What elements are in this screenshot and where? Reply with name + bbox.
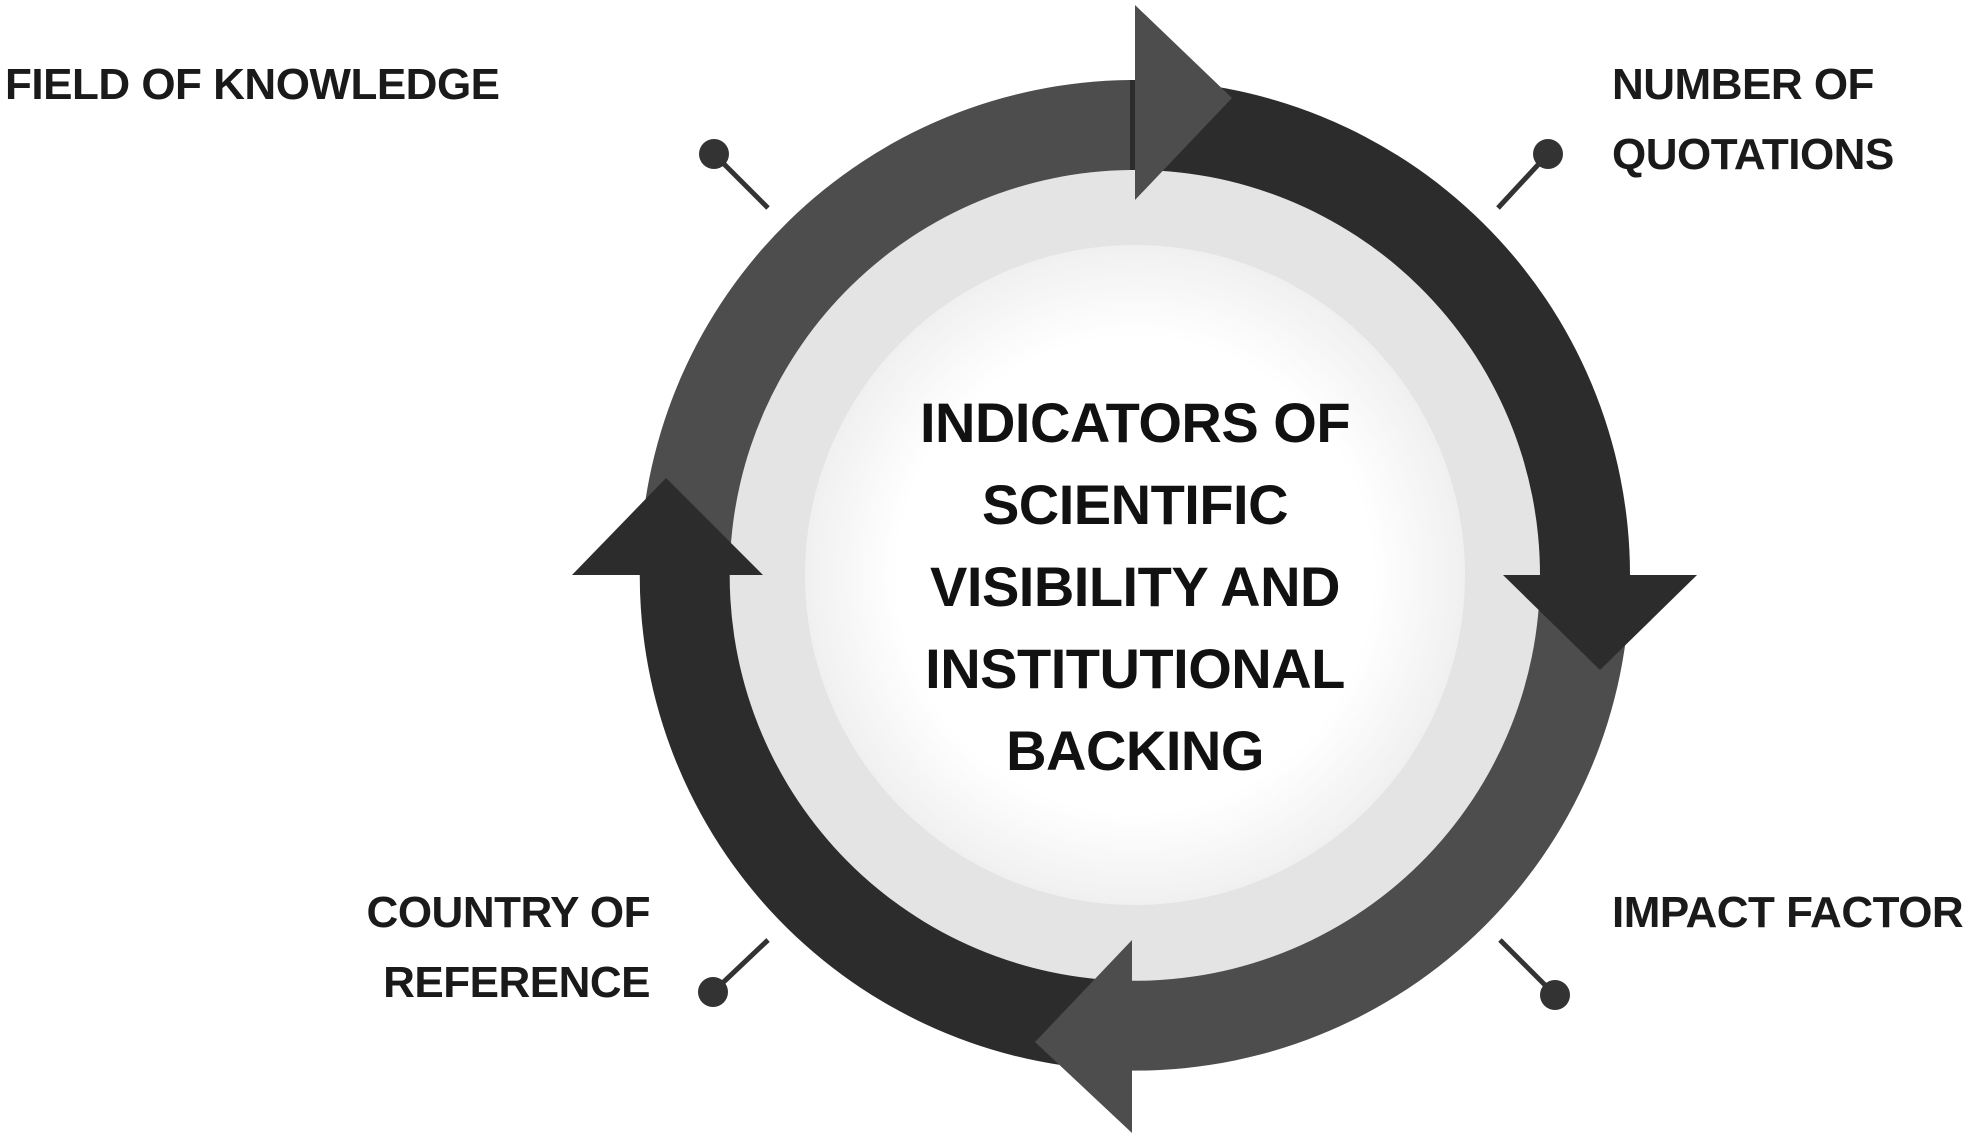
node-quotations-line-2: QUOTATIONS <box>1612 130 1894 179</box>
arrow-head-left <box>572 478 763 575</box>
connector-field <box>699 139 770 210</box>
label-country-of-reference: COUNTRY OF REFERENCE <box>366 878 651 1018</box>
center-disc <box>805 245 1465 905</box>
arrow-head-bottom <box>1035 940 1132 1133</box>
node-impact-line-1: IMPACT FACTOR <box>1612 888 1964 937</box>
center-title-line-1: INDICATORS OF <box>919 391 1351 454</box>
connector-country <box>698 938 770 1007</box>
node-quotations-line-1: NUMBER OF <box>1612 60 1874 109</box>
node-field-line-1: FIELD OF KNOWLEDGE <box>5 60 500 109</box>
center-title-line-5: BACKING <box>1006 719 1264 782</box>
label-field-of-knowledge: FIELD OF KNOWLEDGE <box>5 50 500 120</box>
connector-impact <box>1498 938 1570 1010</box>
node-country-line-2: REFERENCE <box>383 958 650 1007</box>
arrow-head-top <box>1135 5 1232 200</box>
node-country-line-1: COUNTRY OF <box>366 888 651 937</box>
center-title-line-2: SCIENTIFIC <box>981 473 1289 536</box>
label-impact-factor: IMPACT FACTOR <box>1612 878 1964 948</box>
center-title-line-4: INSTITUTIONAL <box>925 637 1345 700</box>
label-number-of-quotations: NUMBER OF QUOTATIONS <box>1612 50 1894 190</box>
arrow-head-right <box>1503 575 1697 670</box>
center-title-line-3: VISIBILITY AND <box>930 555 1340 618</box>
connector-quotations <box>1496 139 1563 210</box>
center-title: INDICATORS OF SCIENTIFIC VISIBILITY AND INS… <box>870 382 1400 792</box>
